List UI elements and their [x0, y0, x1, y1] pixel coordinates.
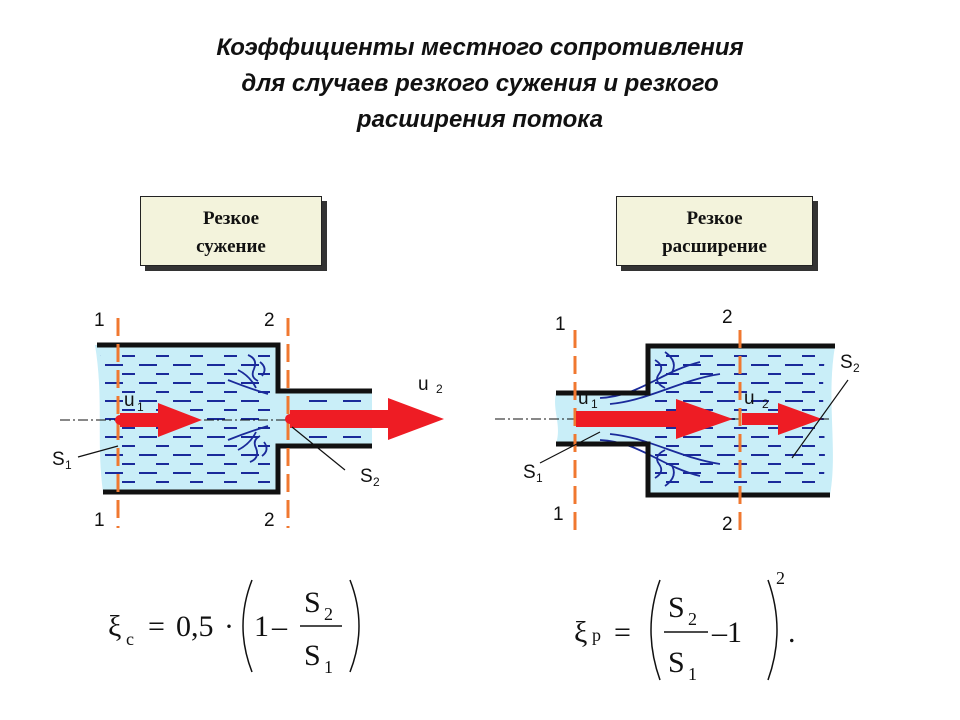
contraction-label-box: Резкое сужение: [140, 196, 322, 266]
formula-c-den-S: S: [304, 639, 321, 672]
formula-p-num-S: S: [668, 591, 685, 624]
title-line-2: для случаев резкого сужения и резкого: [241, 70, 719, 97]
expansion-arrow-u2: [742, 403, 822, 435]
formula-c-paren-right: [349, 579, 360, 673]
expansion-s1-sub: 1: [536, 471, 543, 485]
contraction-s2-sub: 2: [373, 475, 380, 489]
expansion-u2-label: u: [744, 388, 755, 409]
expansion-section-1-top-label: 1: [555, 314, 566, 335]
formula-p-period: .: [788, 616, 796, 649]
contraction-s2-pointer: [291, 426, 346, 471]
formula-p-minus-one: –1: [711, 616, 742, 649]
contraction-diagram: 1 1 2 2 u 1 u 2 S 1 S 2: [52, 310, 444, 531]
expansion-label-line-1: Резкое: [686, 208, 743, 229]
page-title: Коэффициенты местного сопротивления для …: [80, 30, 880, 138]
formula-c-minus: –: [271, 610, 288, 643]
formula-p-power: 2: [776, 568, 785, 588]
contraction-section-1-top-label: 1: [94, 310, 105, 331]
formula-c-num-sub: 2: [324, 604, 333, 624]
expansion-label-box: Резкое расширение: [616, 196, 813, 266]
title-line-1: Коэффициенты местного сопротивления: [216, 34, 744, 61]
formula-c-one: 1: [254, 610, 269, 643]
formula-c-num-S: S: [304, 586, 321, 619]
expansion-label-line-2: расширение: [662, 236, 767, 257]
contraction-wall-bottom: [103, 443, 372, 495]
contraction-arrow-u1: [120, 403, 202, 437]
contraction-arrow-u1-tail: [115, 415, 125, 425]
contraction-s1-sub: 1: [65, 458, 72, 472]
contraction-formula: ξ c = 0,5 · 1 – S 2 S 1: [108, 579, 360, 677]
contraction-vortex-lines: [227, 354, 269, 463]
formula-c-equals: =: [148, 610, 165, 643]
formula-c-index: c: [126, 629, 134, 649]
contraction-section-1-bottom-label: 1: [94, 510, 105, 531]
formula-p-index: p: [592, 625, 601, 645]
contraction-u1-label: u: [124, 390, 135, 411]
expansion-u1-label: u: [578, 388, 589, 409]
expansion-s2-label: S: [840, 352, 853, 373]
formula-p-paren-left: [650, 579, 661, 681]
contraction-arrow-u2-tail: [285, 414, 295, 424]
contraction-narrow-dashes: [300, 396, 366, 442]
formula-p-xi: ξ: [574, 616, 587, 649]
expansion-s1-label: S: [523, 462, 536, 483]
contraction-section-2-top-label: 2: [264, 310, 275, 331]
formula-p-den-sub: 1: [688, 664, 697, 684]
formula-c-coefficient: 0,5: [176, 610, 214, 643]
expansion-s1-pointer: [539, 431, 601, 464]
expansion-section-2-bottom-label: 2: [722, 514, 733, 535]
expansion-section-2-top-label: 2: [722, 307, 733, 328]
contraction-u2-label: u: [418, 374, 429, 395]
expansion-section-1-bottom-label: 1: [553, 504, 564, 525]
contraction-section-2-bottom-label: 2: [264, 510, 275, 531]
contraction-s1-label: S: [52, 449, 65, 470]
contraction-u1-sub: 1: [137, 400, 144, 414]
expansion-formula: ξ p = S 2 S 1 –1 2 .: [574, 568, 796, 684]
expansion-u2-sub: 2: [762, 397, 769, 411]
expansion-u1-sub: 1: [591, 397, 598, 411]
contraction-u2-sub: 2: [436, 382, 443, 396]
formula-c-den-sub: 1: [324, 657, 333, 677]
formula-p-den-S: S: [668, 646, 685, 679]
formula-c-xi: ξ: [108, 610, 121, 643]
contraction-wall-top: [97, 342, 372, 394]
contraction-s1-pointer: [77, 445, 119, 458]
expansion-diagram: 1 1 2 2 u 1 u 2 S 1 S 2: [495, 307, 860, 535]
expansion-arrow-u1: [576, 399, 733, 439]
formula-p-equals: =: [614, 616, 631, 649]
formula-p-paren-right: [767, 579, 778, 681]
formula-c-paren-left: [242, 579, 253, 673]
expansion-s2-sub: 2: [853, 361, 860, 375]
expansion-s2-pointer: [791, 379, 849, 459]
formula-c-dot: ·: [224, 610, 234, 643]
contraction-arrow-u2: [290, 398, 444, 440]
contraction-label-line-2: сужение: [196, 236, 266, 257]
contraction-s2-label: S: [360, 466, 373, 487]
contraction-label-line-1: Резкое: [202, 208, 260, 229]
formula-p-num-sub: 2: [688, 609, 697, 629]
title-line-3: расширения потока: [356, 106, 604, 133]
